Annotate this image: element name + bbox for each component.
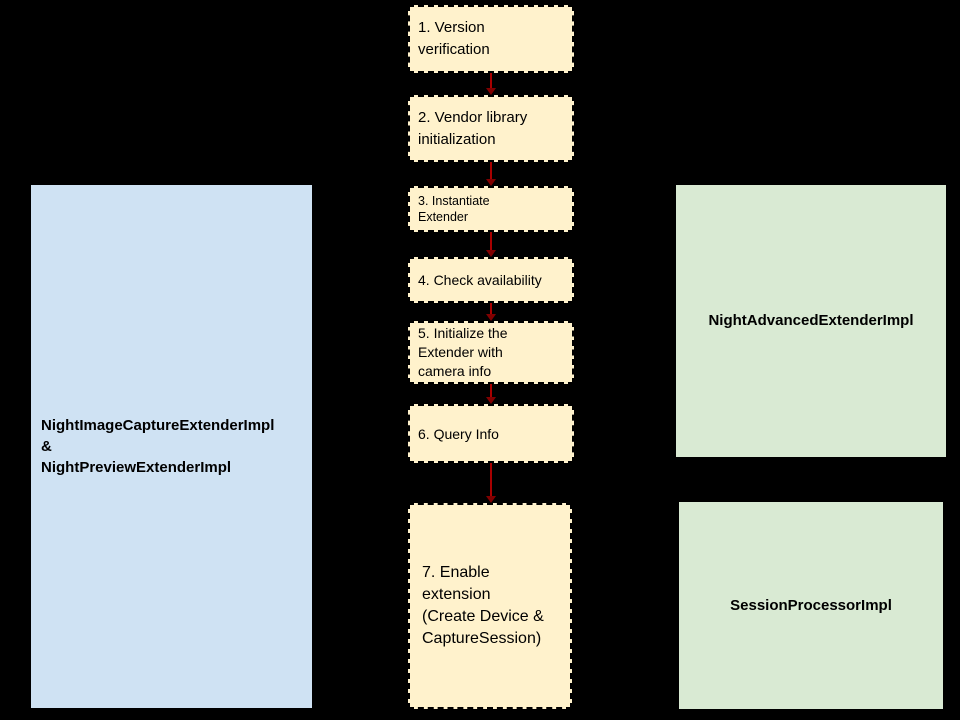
night-advanced-extender-box: NightAdvancedExtenderImpl [676,185,946,457]
step-5-label: 5. Initialize the Extender with camera i… [418,325,508,379]
flow-arrow-4 [490,303,492,314]
step-2-label: 2. Vendor library initialization [418,108,528,148]
flow-arrow-5 [490,384,492,397]
flow-arrow-6 [490,463,492,496]
step-3-label: 3. Instantiate Extender [418,194,490,224]
night-impl-label: NightImageCaptureExtenderImpl & NightPre… [41,417,275,476]
session-processor-box: SessionProcessorImpl [679,502,943,709]
flow-arrow-1-head-icon [486,88,496,95]
flow-arrow-1 [490,73,492,88]
flow-arrow-4-head-icon [486,314,496,321]
step-1-label: 1. Version verification [418,19,490,58]
flow-arrow-3 [490,232,492,250]
step-7-enable-extension: 7. Enable extension (Create Device & Cap… [408,503,572,709]
step-4-check-availability: 4. Check availability [408,257,574,303]
night-advanced-extender-label: NightAdvancedExtenderImpl [708,312,914,329]
step-2-vendor-library-init: 2. Vendor library initialization [408,95,574,162]
flow-arrow-2 [490,162,492,179]
night-impl-box: NightImageCaptureExtenderImpl & NightPre… [31,185,312,708]
flow-arrow-5-head-icon [486,397,496,404]
step-7-label: 7. Enable extension (Create Device & Cap… [422,564,544,647]
flow-arrow-6-head-icon [486,496,496,503]
step-1-version-verification: 1. Version verification [408,5,574,73]
step-3-instantiate-extender: 3. Instantiate Extender [408,186,574,232]
step-6-query-info: 6. Query Info [408,404,574,463]
step-5-initialize-extender: 5. Initialize the Extender with camera i… [408,321,574,384]
step-6-label: 6. Query Info [418,425,499,442]
step-4-label: 4. Check availability [418,272,542,288]
flow-arrow-3-head-icon [486,250,496,257]
flow-arrow-2-head-icon [486,179,496,186]
session-processor-label: SessionProcessorImpl [730,596,892,614]
